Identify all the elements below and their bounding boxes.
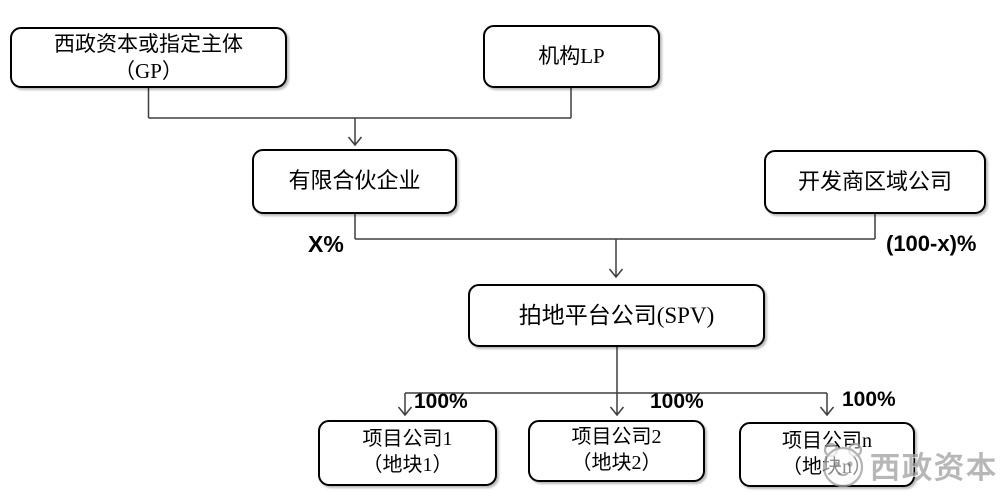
node-institutional-lp: 机构LP (483, 25, 660, 88)
node-lp-label: 机构LP (538, 44, 605, 69)
node-spv-label: 拍地平台公司(SPV) (518, 302, 715, 328)
node-developer-label: 开发商区域公司 (797, 168, 952, 194)
edge-label-100-percent-1: 100% (414, 390, 468, 413)
node-partnership-label: 有限合伙企业 (288, 168, 421, 194)
node-gp-line2: （GP） (114, 58, 183, 83)
brand-watermark-text: 西政资本 (870, 451, 998, 485)
node-developer-regional-company: 开发商区域公司 (764, 150, 986, 214)
node-project2-line2: （地块2） (571, 452, 662, 474)
edge-label-100-percent-2: 100% (650, 390, 704, 413)
node-project-company-2: 项目公司2 （地块2） (528, 420, 705, 482)
node-project1-line1: 项目公司1 (362, 428, 453, 451)
edge-label-100-minus-x-percent: (100-x)% (886, 231, 977, 256)
edge-partnership-developer-to-spv (354, 214, 876, 279)
node-limited-partnership: 有限合伙企业 (252, 149, 457, 214)
node-gp-sponsor: 西政资本或指定主体 （GP） (10, 27, 287, 88)
brand-watermark: 西政资本 (818, 441, 998, 488)
panda-face-logo-icon (822, 442, 864, 488)
node-project-company-1: 项目公司1 （地块1） (318, 420, 497, 486)
edge-label-100-percent-3: 100% (842, 388, 896, 411)
edge-label-x-percent: X% (308, 231, 344, 257)
node-project1-line2: （地块1） (362, 454, 453, 476)
edge-gp-lp-to-partnership (147, 88, 572, 147)
node-project2-line1: 项目公司2 (571, 426, 662, 449)
node-land-auction-spv: 拍地平台公司(SPV) (468, 284, 765, 347)
node-gp-line1: 西政资本或指定主体 (54, 31, 243, 56)
